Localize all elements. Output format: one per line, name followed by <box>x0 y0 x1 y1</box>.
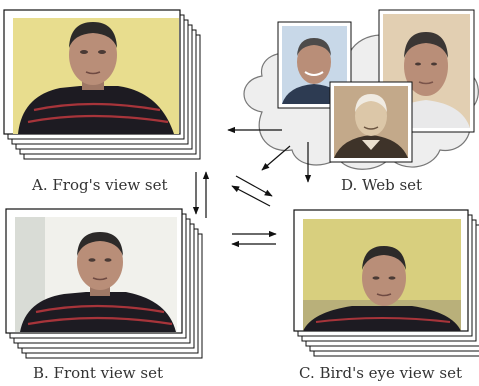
web-photo-3 <box>329 81 413 163</box>
web-set-caption: D. Web set <box>341 176 423 194</box>
birds-eye-view-stack <box>293 209 479 357</box>
birds-eye-view-photo <box>303 219 461 331</box>
birds-eye-view-caption: C. Bird's eye view set <box>299 364 463 382</box>
web-photo-2 <box>378 9 475 133</box>
front-view-photo <box>15 217 177 332</box>
web-set-cloud <box>243 9 479 170</box>
arrow-web-to-front <box>261 145 291 171</box>
arrow-frog-to-birds-eye <box>235 175 273 197</box>
frog-view-caption: A. Frog's view set <box>32 176 168 194</box>
front-view-caption: B. Front view set <box>33 364 163 382</box>
connection-arrows <box>192 126 312 248</box>
frog-view-stack <box>3 9 201 160</box>
frog-view-photo <box>13 18 179 134</box>
arrow-birds-eye-to-frog <box>231 185 271 207</box>
front-view-stack <box>5 208 203 359</box>
web-photo-1 <box>277 21 352 109</box>
